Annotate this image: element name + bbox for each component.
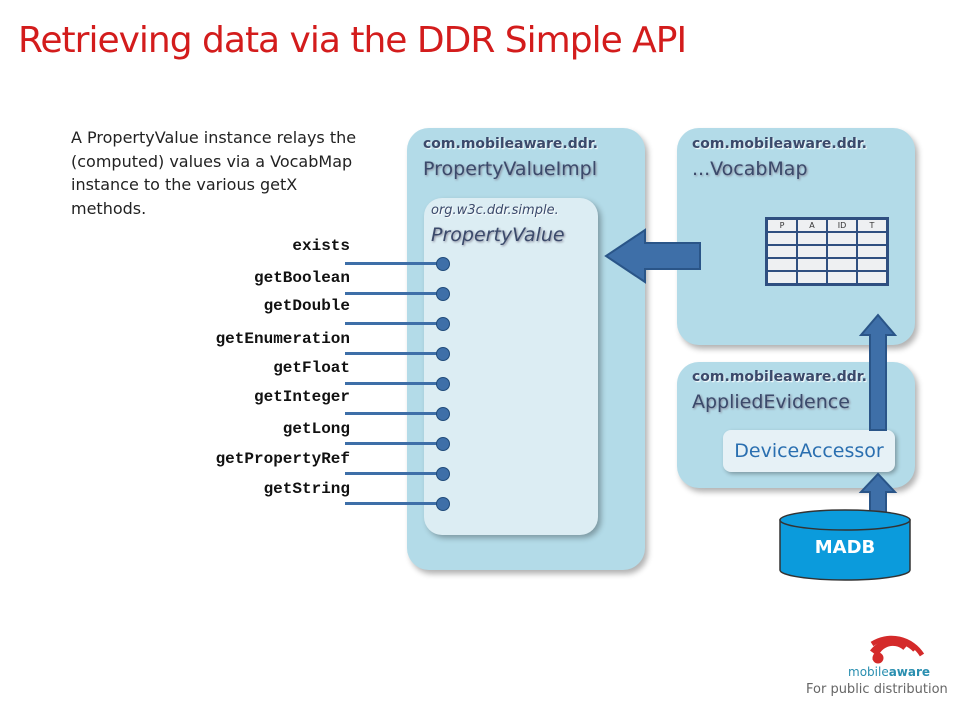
method-port-icon [436,347,450,361]
method-label: exists [292,237,350,255]
method-port-icon [436,377,450,391]
up-arrow-icon [858,313,898,431]
impl-class: PropertyValueImpl [423,158,598,180]
method-connector [345,322,443,325]
method-label: getDouble [263,297,350,315]
method-port-icon [436,257,450,271]
method-label: getEnumeration [215,330,350,348]
evidence-package: com.mobileaware.ddr. [692,369,867,385]
method-connector [345,442,443,445]
logo-text-bold: aware [888,665,931,679]
method-connector [345,262,443,265]
method-connector [345,502,443,505]
vocab-package: com.mobileaware.ddr. [692,136,867,152]
method-label: getInteger [253,388,350,406]
footer: For public distribution [806,682,948,697]
impl-package: com.mobileaware.ddr. [423,136,598,152]
madb-cylinder-icon [779,509,911,581]
method-port-icon [436,437,450,451]
method-label: getFloat [273,359,350,377]
property-value-interface-box [424,198,598,535]
method-port-icon [436,407,450,421]
method-port-icon [436,497,450,511]
method-connector [345,352,443,355]
mobileaware-logo-icon [870,635,925,664]
method-port-icon [436,287,450,301]
left-arrow-icon [604,228,701,284]
method-label: getString [263,480,350,498]
evidence-class: AppliedEvidence [692,391,850,413]
slide-title: Retrieving data via the DDR Simple API [18,20,687,61]
device-accessor: DeviceAccessor [723,430,895,472]
vocab-class: ...VocabMap [692,158,808,180]
method-label: getLong [282,420,350,438]
method-connector [345,292,443,295]
logo: mobileaware [848,665,930,679]
logo-text-light: mobile [848,665,889,679]
method-label: getPropertyRef [215,450,350,468]
method-port-icon [436,467,450,481]
description: A PropertyValue instance relays the (com… [71,128,357,218]
table-header: T [856,217,889,233]
madb-label: MADB [814,537,876,558]
method-connector [345,472,443,475]
method-connector [345,412,443,415]
method-port-icon [436,317,450,331]
interface-class: PropertyValue [431,224,565,246]
interface-package: org.w3c.ddr.simple. [431,203,559,218]
method-label: getBoolean [253,269,350,287]
method-connector [345,382,443,385]
